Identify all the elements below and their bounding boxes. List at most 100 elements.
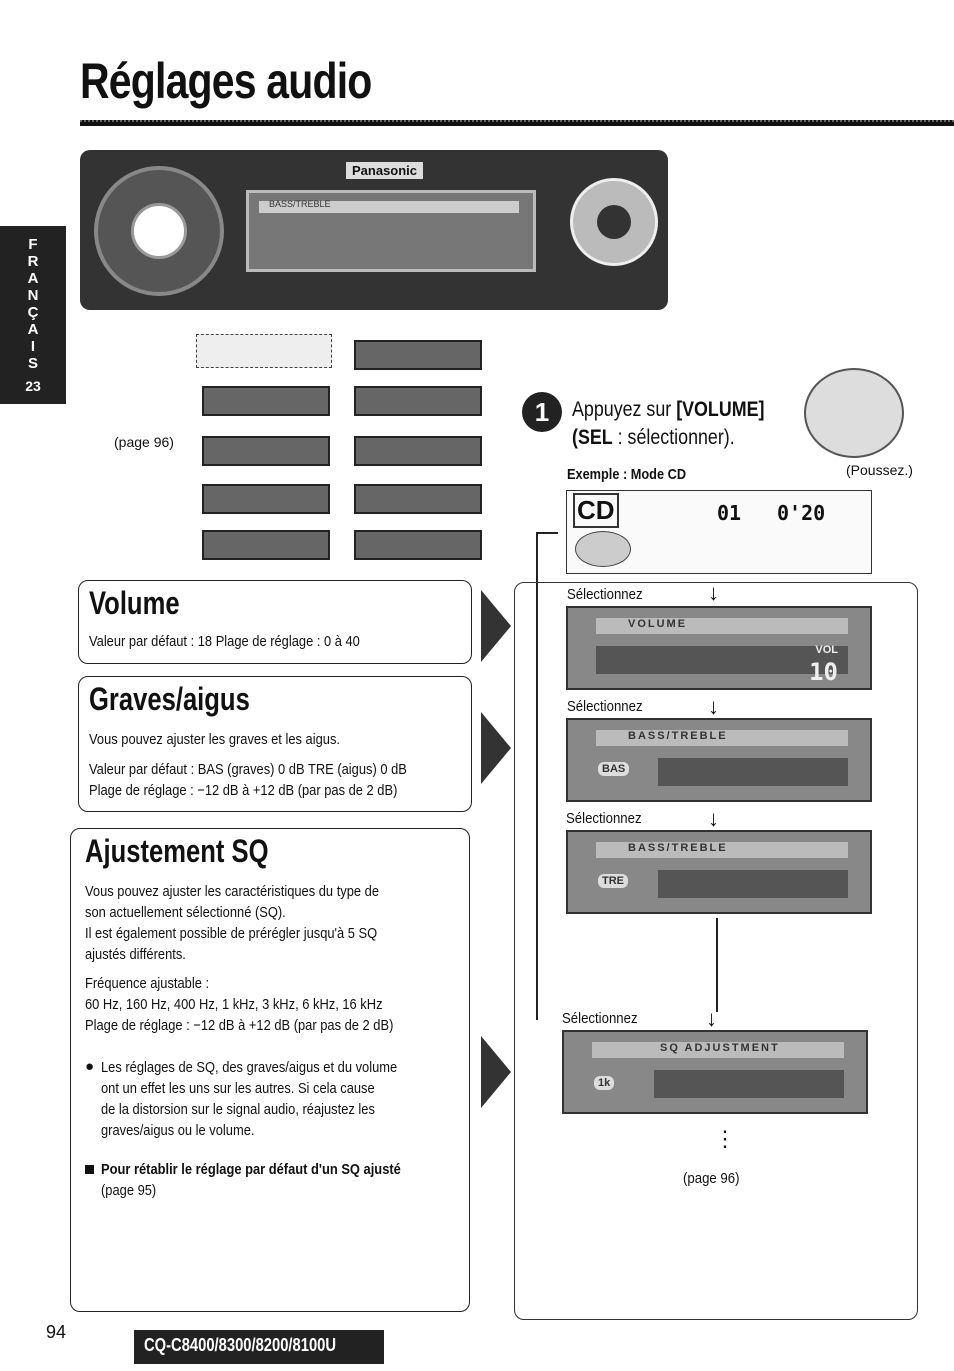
screen-bar xyxy=(592,1042,844,1058)
graves-line: Vous pouvez ajuster les graves et les ai… xyxy=(89,731,340,748)
press-knob-icon xyxy=(804,368,904,458)
flow-screen xyxy=(202,530,330,560)
flow-line xyxy=(536,532,538,1020)
flow-screen xyxy=(202,436,330,466)
square-bullet-icon xyxy=(85,1165,94,1174)
tab-letter: N xyxy=(27,287,39,304)
select-label: Sélectionnez xyxy=(567,698,643,715)
brand-logo: Panasonic xyxy=(346,162,424,179)
screen-bar xyxy=(596,842,848,858)
tab-letter: I xyxy=(30,338,36,355)
tab-letter: F xyxy=(28,236,38,253)
bullet-icon: ● xyxy=(85,1058,95,1075)
direction-pad xyxy=(570,178,658,266)
flow-screen xyxy=(202,386,330,416)
arrow-down-icon: ↓ xyxy=(708,806,719,831)
screen-label: SQ ADJUSTMENT xyxy=(660,1042,780,1054)
sq-heading: Ajustement SQ xyxy=(85,833,269,869)
track-number: 01 xyxy=(717,501,742,525)
press-label: (Poussez.) xyxy=(846,462,913,478)
flow-screen xyxy=(354,340,482,370)
flow-screen xyxy=(354,386,482,416)
sq-bullet-line: graves/aigus ou le volume. xyxy=(101,1122,255,1139)
sq-bullet-line: de la distorsion sur le signal audio, ré… xyxy=(101,1101,375,1118)
stereo-display: BASS/TREBLE xyxy=(246,190,536,272)
knob-center xyxy=(131,203,187,259)
screen-label: BASS/TREBLE xyxy=(628,842,728,854)
cd-label: CD xyxy=(573,493,619,528)
graves-line: Valeur par défaut : BAS (graves) 0 dB TR… xyxy=(89,761,407,778)
flow-line xyxy=(716,918,718,1012)
volume-value: 10 xyxy=(809,658,838,686)
sq-section: Ajustement SQ Vous pouvez ajuster les ca… xyxy=(70,828,470,1312)
sq-line: 60 Hz, 160 Hz, 400 Hz, 1 kHz, 3 kHz, 6 k… xyxy=(85,996,383,1013)
sq-reset-ref: (page 95) xyxy=(101,1182,157,1199)
volume-screen: VOLUME VOL 10 xyxy=(566,606,872,690)
arrow-right-icon xyxy=(481,712,511,784)
step-text-suffix: : sélectionner). xyxy=(612,426,735,449)
arrow-right-icon xyxy=(481,590,511,662)
title-rule xyxy=(80,120,954,126)
tab-page-number: 23 xyxy=(25,378,41,394)
graves-heading: Graves/aigus xyxy=(89,681,250,717)
select-label: Sélectionnez xyxy=(567,586,643,603)
dotted-arrow-down-icon: ⋮ xyxy=(714,1126,736,1151)
eq-bars xyxy=(654,1070,844,1098)
flow-screen xyxy=(202,484,330,514)
step-text-prefix: Appuyez sur xyxy=(572,398,677,421)
flow-screen-start xyxy=(196,334,332,368)
adjustment-steps-panel xyxy=(514,582,918,1320)
step-number: 1 xyxy=(522,392,562,432)
arrow-down-icon: ↓ xyxy=(708,580,719,605)
screen-label: VOLUME xyxy=(628,618,688,630)
sq-line: Il est également possible de prérégler j… xyxy=(85,925,378,942)
bass-screen: BASS/TREBLE BAS xyxy=(566,718,872,802)
play-time: 0'20 xyxy=(777,501,826,525)
volume-text: Valeur par défaut : 18 Plage de réglage … xyxy=(89,633,360,650)
final-page-ref: (page 96) xyxy=(683,1170,740,1187)
level-bar xyxy=(658,870,848,898)
tab-letter: A xyxy=(27,270,39,287)
mode-flow-diagram xyxy=(196,334,484,574)
display-bar xyxy=(259,201,519,213)
flow-screen xyxy=(354,436,482,466)
flow-line xyxy=(536,532,558,534)
sq-screen: SQ ADJUSTMENT 1k xyxy=(562,1030,868,1114)
sel-key-label: (SEL xyxy=(572,426,613,449)
graves-line: Plage de réglage : −12 dB à +12 dB (par … xyxy=(89,782,398,799)
tab-letter: R xyxy=(27,253,39,270)
step-instruction: Appuyez sur [VOLUME] (SEL : sélectionner… xyxy=(572,396,764,452)
tab-letter: Ç xyxy=(27,304,39,321)
volume-key-label: [VOLUME] xyxy=(676,398,765,421)
example-heading: Exemple : Mode CD xyxy=(567,466,687,483)
bass-treble-section: Graves/aigus Vous pouvez ajuster les gra… xyxy=(78,676,472,812)
model-banner: CQ-C8400/8300/8200/8100U xyxy=(134,1330,384,1364)
volume-heading: Volume xyxy=(89,585,180,621)
vol-label: VOL xyxy=(815,644,838,656)
select-label: Sélectionnez xyxy=(562,1010,638,1027)
arrow-right-icon xyxy=(481,1036,511,1108)
screen-label: BASS/TREBLE xyxy=(628,730,728,742)
level-bar xyxy=(596,646,848,674)
cd-mode-display: CD 01 0'20 xyxy=(566,490,872,574)
page-title: Réglages audio xyxy=(80,53,372,109)
sq-reset-title: Pour rétablir le réglage par défaut d'un… xyxy=(101,1161,401,1178)
model-number: CQ-C8400/8300/8200/8100U xyxy=(144,1335,337,1355)
treble-screen: BASS/TREBLE TRE xyxy=(566,830,872,914)
select-label: Sélectionnez xyxy=(566,810,642,827)
flow-page-ref: (page 96) xyxy=(114,434,174,450)
language-tab: F R A N Ç A I S 23 xyxy=(0,226,66,404)
tab-letter: A xyxy=(27,321,39,338)
sq-bullet-line: ont un effet les uns sur les autres. Si … xyxy=(101,1080,375,1097)
sq-line: Vous pouvez ajuster les caractéristiques… xyxy=(85,883,380,900)
car-stereo-illustration: Panasonic BASS/TREBLE xyxy=(80,150,668,310)
frequency-tag: 1k xyxy=(594,1076,615,1090)
display-label: BASS/TREBLE xyxy=(269,199,331,209)
sq-bullet-line: Les réglages de SQ, des graves/aigus et … xyxy=(101,1059,398,1076)
level-bar xyxy=(658,758,848,786)
sq-line: ajustés différents. xyxy=(85,946,186,963)
page-number: 94 xyxy=(46,1322,67,1342)
treble-tag: TRE xyxy=(598,874,628,888)
sq-line: Plage de réglage : −12 dB à +12 dB (par … xyxy=(85,1017,394,1034)
sq-line: Fréquence ajustable : xyxy=(85,975,210,992)
